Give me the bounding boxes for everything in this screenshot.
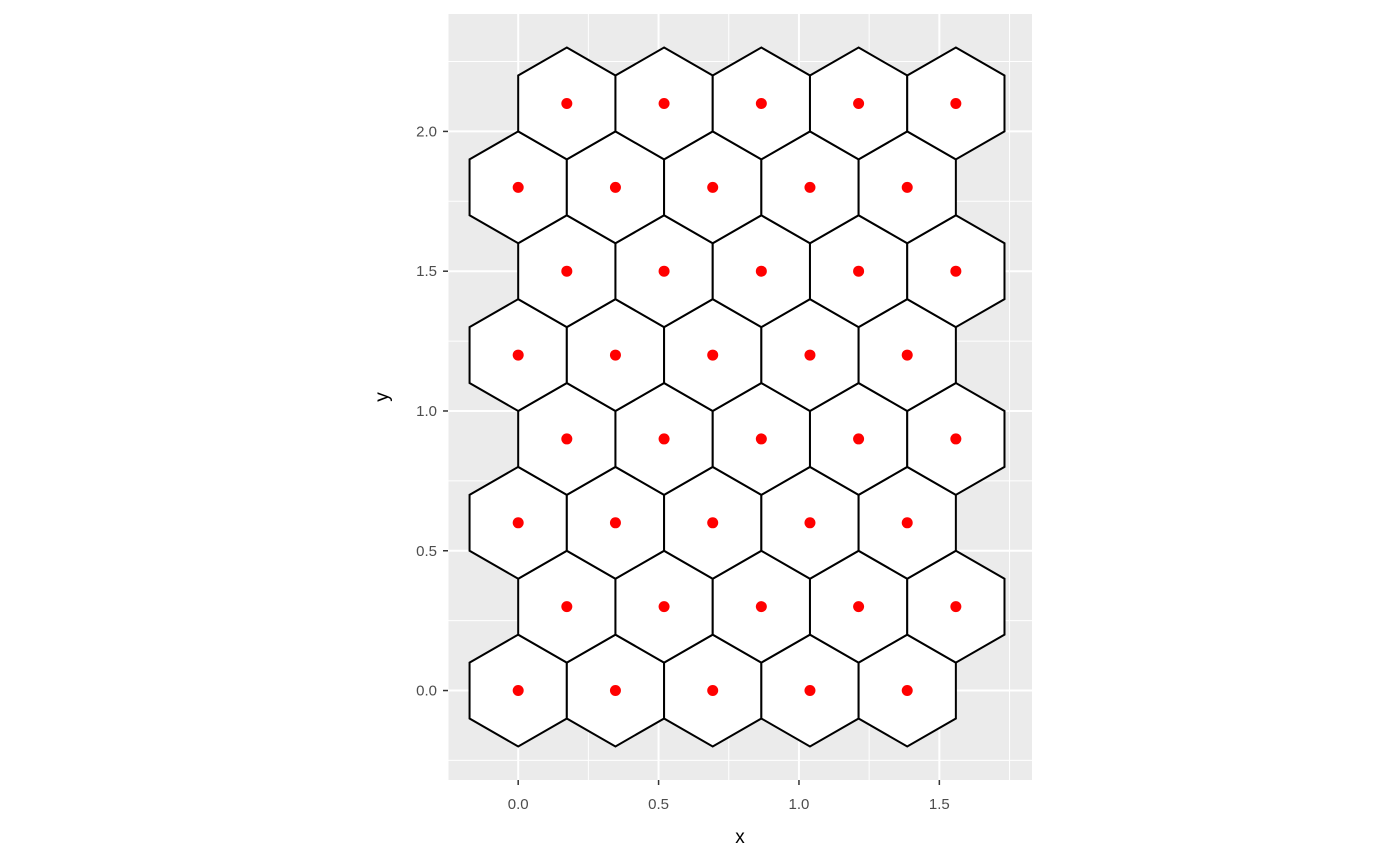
data-point — [512, 517, 524, 529]
x-tick-label: 0.5 — [648, 796, 669, 813]
data-point — [804, 181, 816, 193]
data-point — [658, 97, 670, 109]
data-point — [853, 601, 865, 613]
data-point — [658, 265, 670, 277]
data-point — [512, 349, 524, 361]
data-point — [901, 685, 913, 697]
data-point — [755, 601, 767, 613]
data-point — [561, 265, 573, 277]
hexagon-layer — [468, 46, 1006, 748]
data-point — [755, 97, 767, 109]
x-tick-label: 1.0 — [789, 796, 810, 813]
data-point — [901, 181, 913, 193]
data-point — [609, 517, 621, 529]
data-point — [804, 349, 816, 361]
x-tick-label: 1.5 — [929, 796, 950, 813]
data-point — [853, 265, 865, 277]
x-axis-title: x — [735, 827, 745, 848]
data-point — [512, 181, 524, 193]
data-point — [950, 601, 962, 613]
data-point — [561, 601, 573, 613]
data-point — [561, 433, 573, 445]
data-point — [950, 433, 962, 445]
data-point — [658, 601, 670, 613]
data-point — [707, 517, 719, 529]
data-point — [950, 265, 962, 277]
data-point — [707, 181, 719, 193]
data-point — [901, 517, 913, 529]
y-tick-label: 0.0 — [416, 683, 437, 700]
x-tick-label: 0.0 — [508, 796, 529, 813]
data-point — [609, 349, 621, 361]
y-axis: 0.0 0.5 1.0 1.5 2.0 — [416, 123, 448, 700]
data-point — [609, 685, 621, 697]
data-point — [609, 181, 621, 193]
y-axis-title: y — [372, 392, 393, 402]
y-tick-label: 1.0 — [416, 403, 437, 420]
y-tick-label: 2.0 — [416, 123, 437, 140]
data-point — [804, 685, 816, 697]
data-point — [950, 97, 962, 109]
y-tick-label: 0.5 — [416, 543, 437, 560]
data-point — [658, 433, 670, 445]
data-point — [561, 97, 573, 109]
data-point — [755, 265, 767, 277]
data-point — [804, 517, 816, 529]
data-point — [707, 349, 719, 361]
x-axis: 0.0 0.5 1.0 1.5 — [508, 780, 950, 813]
y-tick-label: 1.5 — [416, 263, 437, 280]
data-point — [901, 349, 913, 361]
data-point — [512, 685, 524, 697]
data-point — [853, 97, 865, 109]
data-point — [707, 685, 719, 697]
data-point — [853, 433, 865, 445]
data-point — [755, 433, 767, 445]
point-layer — [512, 97, 962, 697]
